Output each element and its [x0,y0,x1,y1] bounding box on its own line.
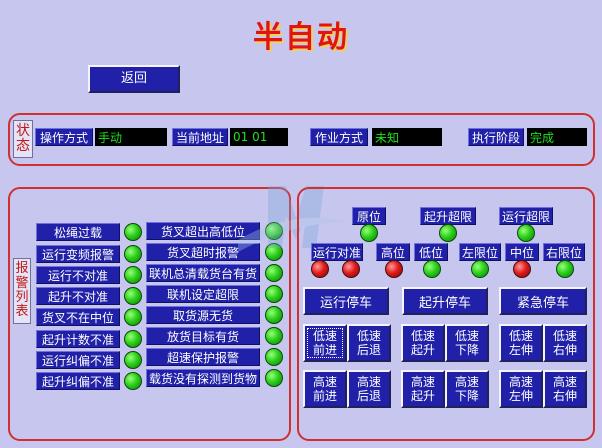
alarm-left-1: 松绳过载 [36,223,120,241]
high-speed-lower-button[interactable]: 高速下降 [445,370,489,408]
alarm-left-2-lamp [124,245,142,263]
alarm-right-6: 放货目标有货 [146,327,260,345]
lift-overlimit-label: 起升超限 [420,207,476,225]
alarm-right-6-lamp [265,327,283,345]
high-speed-left-extend-text: 高速左伸 [508,374,533,403]
left-limit-lamp [471,260,489,278]
low-speed-right-extend-button[interactable]: 低速右伸 [543,324,587,362]
lift-stop-button[interactable]: 起升停车 [402,287,488,315]
alarm-left-5-lamp [124,308,142,326]
alarm-left-8: 起升纠偏不准 [36,372,120,390]
low-speed-right-extend-text: 低速右伸 [552,328,577,357]
lift-overlimit-lamp [439,224,457,242]
high-speed-forward-button[interactable]: 高速前进 [303,370,347,408]
alarm-label-char-3: 列 [15,290,29,305]
low-speed-forward-button[interactable]: 低速前进 [303,324,347,362]
work-mode-value: 未知 [372,128,442,146]
high-speed-forward-text: 高速前进 [312,374,337,403]
low-position-lamp [423,260,441,278]
alarm-right-7-lamp [265,348,283,366]
alarm-label-char-4: 表 [15,304,29,320]
current-address-label: 当前地址 [172,128,228,146]
operation-mode-value: 手动 [95,128,167,146]
alarm-left-4: 起升不对准 [36,287,120,305]
alarm-list-label: 报 警 列 表 [13,258,31,324]
low-speed-lift-button[interactable]: 低速起升 [401,324,445,362]
status-label: 状 态 [13,120,33,158]
low-speed-forward-text: 低速前进 [312,328,337,357]
alarm-panel [8,187,291,441]
alarm-left-6: 起升计数不准 [36,330,120,348]
status-panel [8,113,595,166]
execution-stage-label: 执行阶段 [468,128,524,146]
high-speed-lift-text: 高速起升 [410,374,435,403]
run-align-label: 运行对准 [311,243,363,261]
alarm-right-1: 货叉超出高低位 [146,222,260,240]
run-align-lamp-2 [342,260,360,278]
high-speed-lift-button[interactable]: 高速起升 [401,370,445,408]
low-speed-left-extend-text: 低速左伸 [508,328,533,357]
right-limit-lamp [556,260,574,278]
alarm-right-2: 货叉超时报警 [146,243,260,261]
page-title: 半自动 [253,20,349,55]
alarm-label-char-1: 报 [15,261,29,277]
right-limit-label: 右限位 [543,243,585,261]
alarm-left-4-lamp [124,287,142,305]
alarm-right-3-lamp [265,264,283,282]
alarm-left-6-lamp [124,330,142,348]
middle-position-label: 中位 [505,243,539,261]
alarm-left-2: 运行变频报警 [36,245,120,263]
left-limit-label: 左限位 [459,243,501,261]
high-position-label: 高位 [376,243,410,261]
control-panel [297,187,595,441]
middle-position-lamp [513,260,531,278]
alarm-left-1-lamp [124,223,142,241]
alarm-label-char-2: 警 [15,275,29,291]
travel-stop-button[interactable]: 运行停车 [303,287,389,315]
alarm-left-7: 运行纠偏不准 [36,351,120,369]
home-position-label: 原位 [352,207,386,225]
execution-stage-value: 完成 [527,128,587,146]
high-speed-lower-text: 高速下降 [454,374,479,403]
low-speed-lower-text: 低速下降 [454,328,479,357]
status-label-char-1: 状 [16,122,30,139]
alarm-right-7: 超速保护报警 [146,348,260,366]
current-address-value: 01 01 [230,128,288,146]
high-position-lamp [385,260,403,278]
alarm-right-1-lamp [265,222,283,240]
low-speed-lower-button[interactable]: 低速下降 [445,324,489,362]
alarm-left-3-lamp [124,266,142,284]
status-label-char-2: 态 [16,138,30,154]
low-speed-lift-text: 低速起升 [410,328,435,357]
low-speed-backward-text: 低速后退 [356,328,381,357]
travel-overlimit-lamp [517,224,535,242]
alarm-right-4-lamp [265,285,283,303]
back-button[interactable]: 返回 [88,65,180,93]
alarm-left-8-lamp [124,372,142,390]
high-speed-right-extend-text: 高速右伸 [552,374,577,403]
alarm-right-8-lamp [265,369,283,387]
low-speed-backward-button[interactable]: 低速后退 [347,324,391,362]
high-speed-left-extend-button[interactable]: 高速左伸 [499,370,543,408]
alarm-right-3: 联机总清载货台有货 [146,264,260,282]
alarm-right-4: 联机设定超限 [146,285,260,303]
run-align-lamp-1 [311,260,329,278]
alarm-left-7-lamp [124,351,142,369]
alarm-right-5-lamp [265,306,283,324]
emergency-stop-button[interactable]: 紧急停车 [499,287,587,315]
home-position-lamp [360,224,378,242]
high-speed-right-extend-button[interactable]: 高速右伸 [543,370,587,408]
work-mode-label: 作业方式 [310,128,368,146]
alarm-left-5: 货叉不在中位 [36,308,120,326]
low-speed-left-extend-button[interactable]: 低速左伸 [499,324,543,362]
alarm-right-5: 取货源无货 [146,306,260,324]
operation-mode-label: 操作方式 [35,128,93,146]
high-speed-backward-button[interactable]: 高速后退 [347,370,391,408]
alarm-left-3: 运行不对准 [36,266,120,284]
low-position-label: 低位 [414,243,448,261]
alarm-right-8: 载货没有探测到货物 [146,369,260,387]
high-speed-backward-text: 高速后退 [356,374,381,403]
travel-overlimit-label: 运行超限 [499,207,553,225]
alarm-right-2-lamp [265,243,283,261]
